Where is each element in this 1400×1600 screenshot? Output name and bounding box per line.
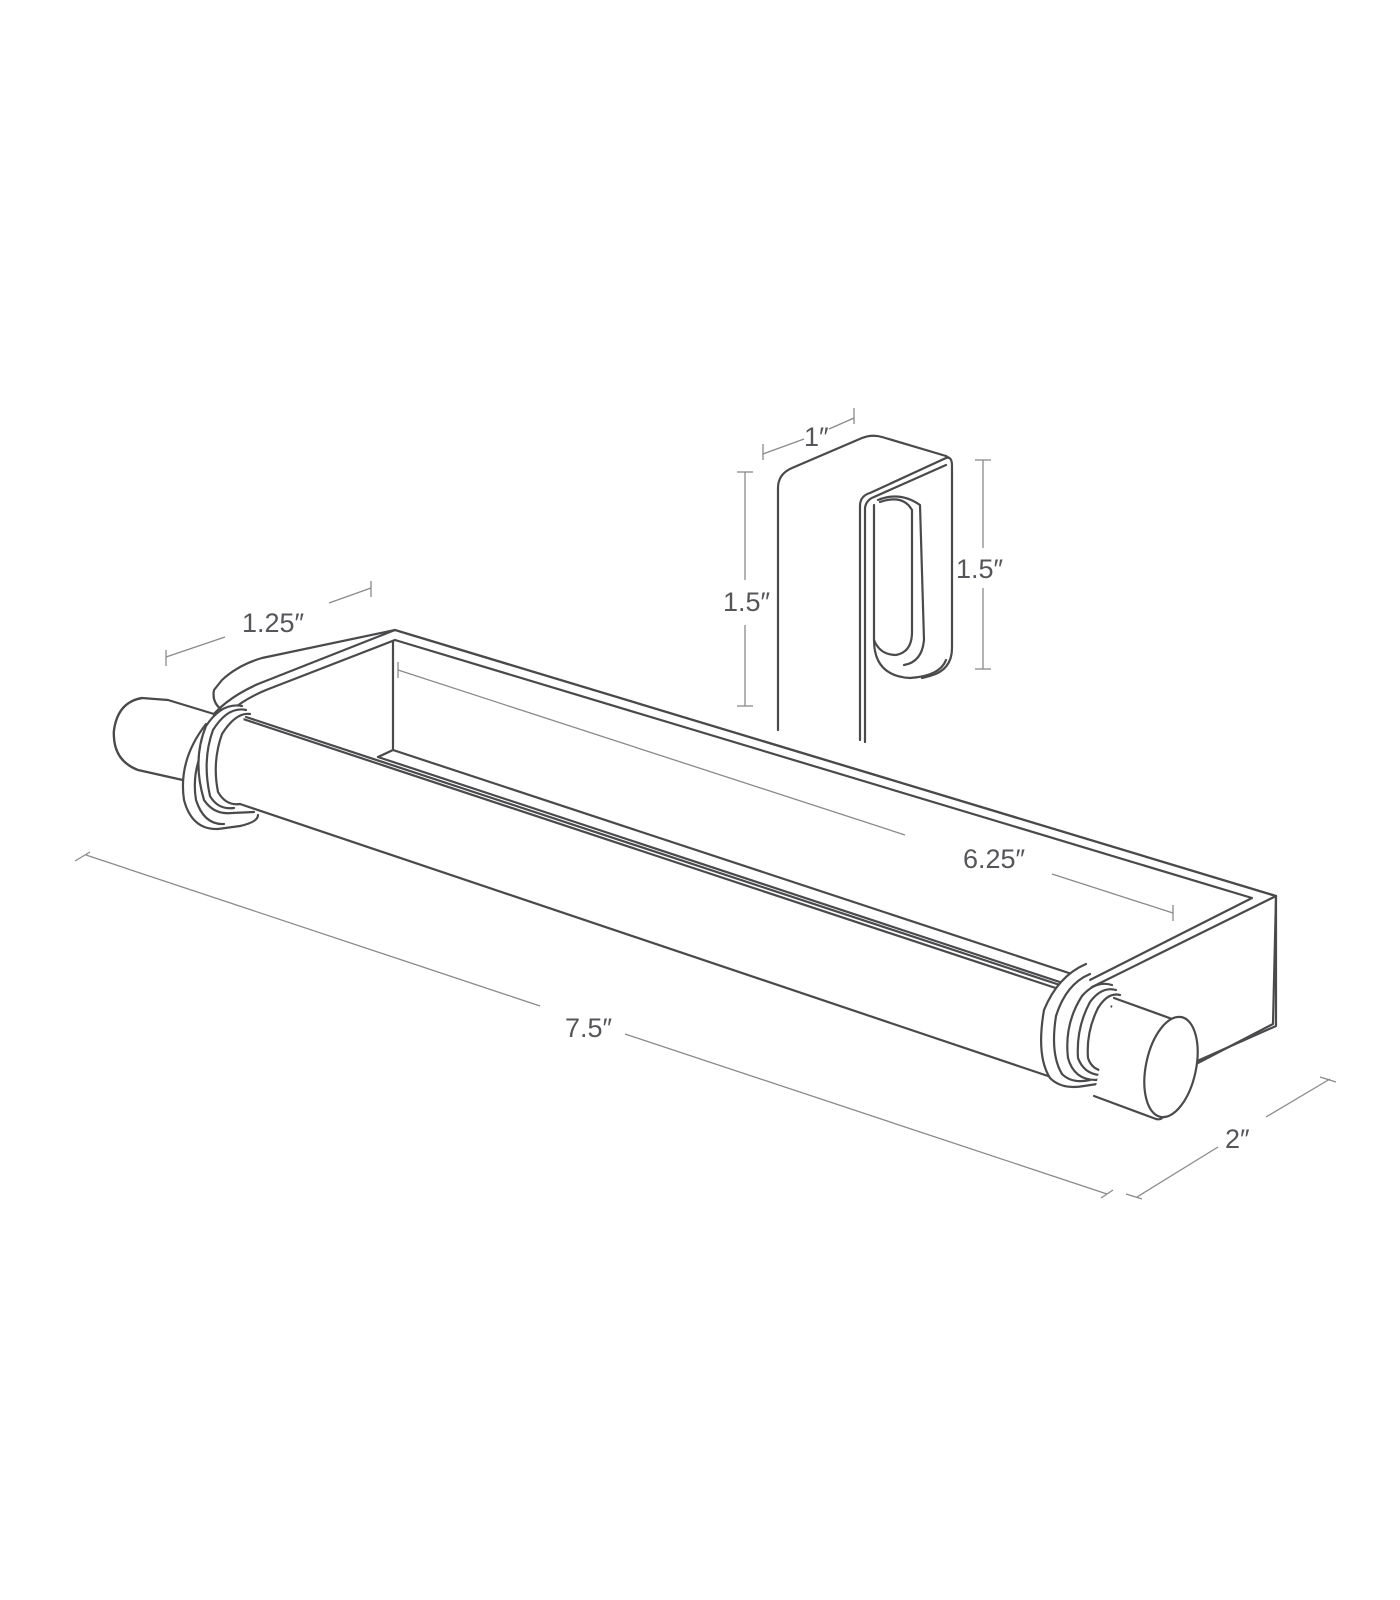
dim-label-hook-width: 1″ [804, 422, 829, 452]
door-hook [776, 434, 954, 744]
towel-rod [238, 715, 1068, 1078]
dim-label-overall-depth: 2″ [1225, 1124, 1250, 1154]
dim-label-inner-length: 6.25″ [963, 844, 1026, 874]
dim-label-hook-height-back: 1.5″ [723, 587, 771, 617]
right-end-cap [1040, 962, 1199, 1121]
left-end-cap [112, 696, 260, 831]
dim-label-overall-length: 7.5″ [565, 1013, 613, 1043]
dim-label-bracket-depth: 1.25″ [242, 608, 305, 638]
dim-label-hook-height-front: 1.5″ [956, 554, 1004, 584]
dimension-lines [74, 408, 1337, 1200]
